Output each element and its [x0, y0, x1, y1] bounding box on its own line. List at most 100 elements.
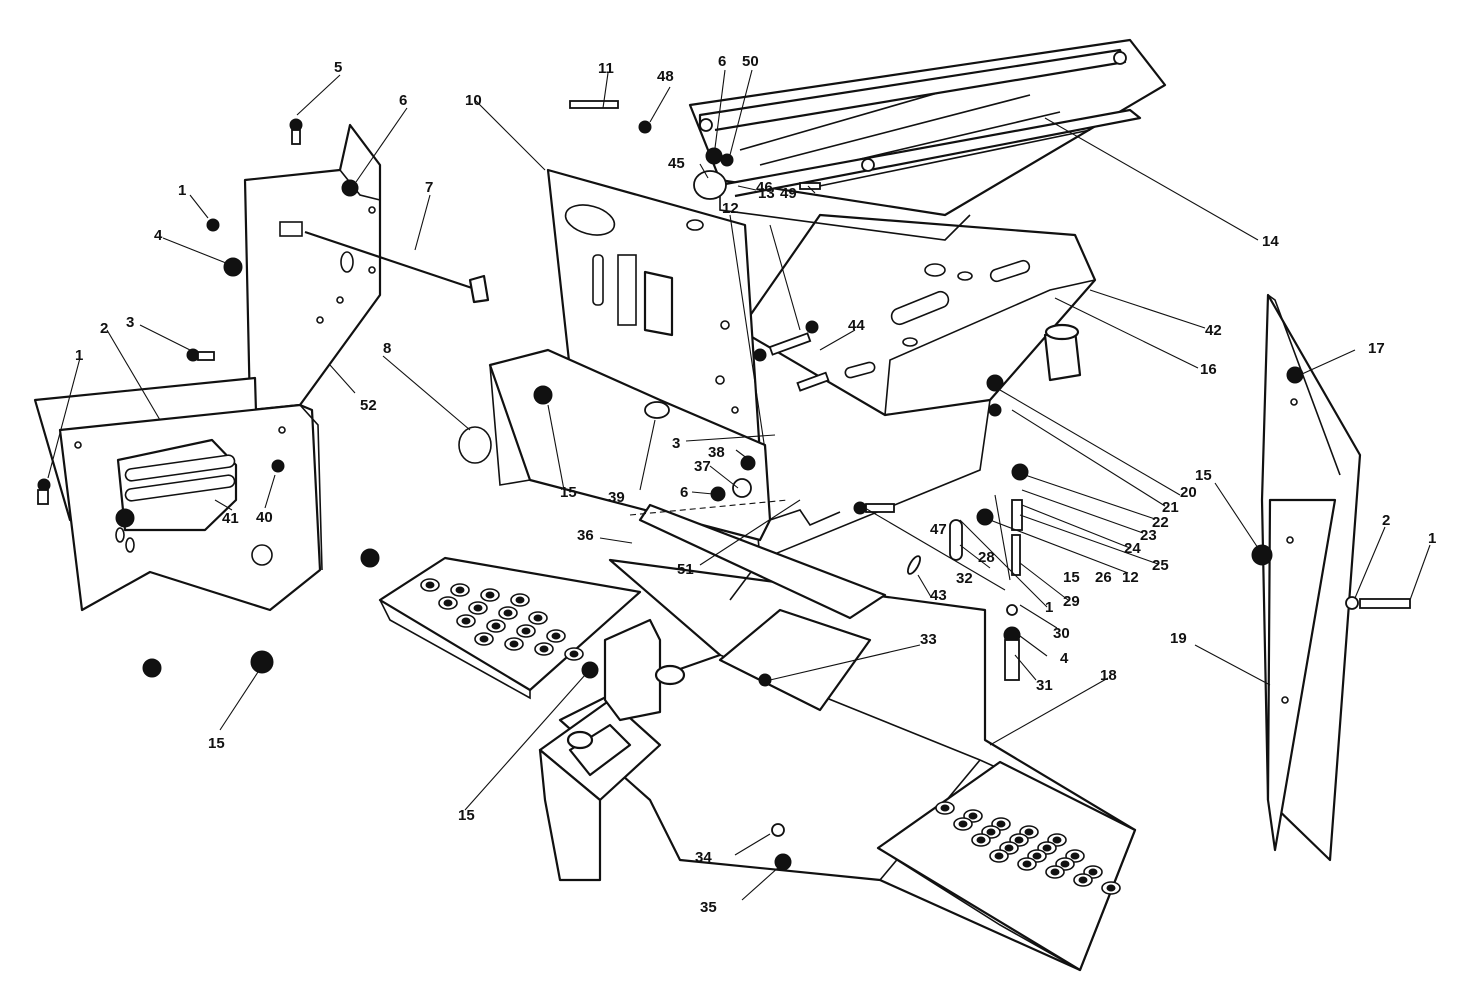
- fasteners: [37, 100, 1411, 871]
- tread-bump-center: [1024, 828, 1034, 836]
- callout-35: 35: [700, 899, 717, 916]
- callout-19: 19: [1170, 630, 1187, 647]
- callout-51: 51: [677, 561, 694, 578]
- callout-1: 1: [1045, 599, 1053, 616]
- callout-48: 48: [657, 68, 674, 85]
- tread-bump-center: [1022, 860, 1032, 868]
- tread-bump-center: [996, 820, 1006, 828]
- callout-2: 2: [100, 320, 108, 337]
- tread-bump-center: [1106, 884, 1116, 892]
- callout-4: 4: [154, 227, 163, 244]
- callout-40: 40: [256, 509, 273, 526]
- callout-5: 5: [334, 59, 342, 76]
- callout-46: 46: [756, 179, 773, 196]
- cross-support: [638, 503, 887, 712]
- callout-36: 36: [577, 527, 594, 544]
- callout-14: 14: [1262, 233, 1279, 250]
- callout-13: 13: [758, 185, 775, 202]
- tread-bump-center: [503, 609, 513, 617]
- callout-6: 6: [680, 484, 688, 501]
- tread-bump-center: [986, 828, 996, 836]
- callout-52: 52: [360, 397, 377, 414]
- callout-1: 1: [178, 182, 186, 199]
- tread-bump-center: [479, 635, 489, 643]
- callout-16: 16: [1200, 361, 1217, 378]
- callout-50: 50: [742, 53, 759, 70]
- tread-bump-center: [968, 812, 978, 820]
- callout-31: 31: [1036, 677, 1053, 694]
- tread-bump-center: [551, 632, 561, 640]
- tread-bump-center: [443, 599, 453, 607]
- tread-bump-center: [455, 586, 465, 594]
- tread-bump-center: [1032, 852, 1042, 860]
- right-footrest-treads: [935, 801, 1121, 895]
- callout-18: 18: [1100, 667, 1117, 684]
- seat-mount-plate-part-14: [688, 38, 1167, 241]
- tread-bump-center: [976, 836, 986, 844]
- callout-29: 29: [1063, 593, 1080, 610]
- callout-26: 26: [1095, 569, 1112, 586]
- callout-15: 15: [208, 735, 225, 752]
- callout-1: 1: [1428, 530, 1436, 547]
- callout-25: 25: [1152, 557, 1169, 574]
- rod-part-7: [304, 230, 490, 304]
- tread-bump-center: [515, 596, 525, 604]
- tread-bump-center: [958, 820, 968, 828]
- front-post: [538, 618, 686, 882]
- callout-42: 42: [1205, 322, 1222, 339]
- callout-34: 34: [695, 849, 712, 866]
- rear-frame-channel-part-16: [729, 213, 1097, 601]
- front-side-cover-part-41: [33, 376, 323, 612]
- callout-20: 20: [1180, 484, 1197, 501]
- callout-3: 3: [672, 435, 680, 452]
- callout-12: 12: [1122, 569, 1139, 586]
- callout-32: 32: [956, 570, 973, 587]
- tread-bump-center: [1070, 852, 1080, 860]
- tread-bump-center: [569, 650, 579, 658]
- callout-1: 1: [75, 347, 83, 364]
- callout-33: 33: [920, 631, 937, 648]
- tread-bump-center: [425, 581, 435, 589]
- callout-38: 38: [708, 444, 725, 461]
- tread-bump-center: [473, 604, 483, 612]
- callout-28: 28: [978, 549, 995, 566]
- callout-37: 37: [694, 458, 711, 475]
- callout-15: 15: [560, 484, 577, 501]
- tread-bump-center: [1004, 844, 1014, 852]
- callout-21: 21: [1162, 499, 1179, 516]
- callout-41: 41: [222, 510, 239, 527]
- callout-15: 15: [458, 807, 475, 824]
- callout-49: 49: [780, 185, 797, 202]
- callout-4: 4: [1060, 650, 1069, 667]
- callout-3: 3: [126, 314, 134, 331]
- tread-bump-center: [509, 640, 519, 648]
- callout-6: 6: [399, 92, 407, 109]
- callout-10: 10: [465, 92, 482, 109]
- tread-bump-center: [1078, 876, 1088, 884]
- callout-39: 39: [608, 489, 625, 506]
- callout-12: 12: [722, 200, 739, 217]
- tread-bump-center: [1050, 868, 1060, 876]
- tread-bump-center: [1042, 844, 1052, 852]
- callout-7: 7: [425, 179, 433, 196]
- right-side-panel-part-19: [1260, 293, 1362, 862]
- tread-bump-center: [1060, 860, 1070, 868]
- tread-bump-center: [461, 617, 471, 625]
- tread-bump-center: [485, 591, 495, 599]
- callout-43: 43: [930, 587, 947, 604]
- callout-6: 6: [718, 53, 726, 70]
- callout-labels: 5 6 7 1 4 3 2 1 52 8 41 40 15 10 11 48 6…: [75, 53, 1436, 916]
- tread-bump-center: [521, 627, 531, 635]
- left-footrest: [378, 556, 642, 700]
- tread-bump-center: [1014, 836, 1024, 844]
- tread-bump-center: [940, 804, 950, 812]
- callout-15: 15: [1195, 467, 1212, 484]
- callout-45: 45: [668, 155, 685, 172]
- tread-bump-center: [994, 852, 1004, 860]
- left-side-panel-part-52: [243, 123, 382, 412]
- callout-8: 8: [383, 340, 391, 357]
- tread-bump-center: [1052, 836, 1062, 844]
- callout-11: 11: [598, 60, 614, 77]
